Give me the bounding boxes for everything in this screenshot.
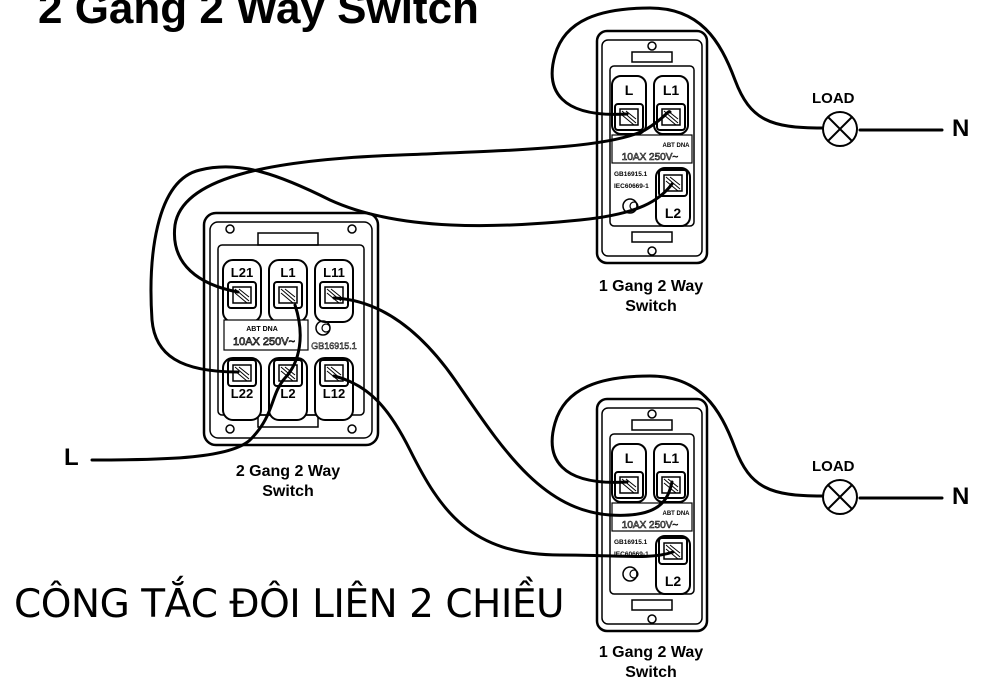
certification-icon (622, 566, 638, 582)
terminal-label: L (625, 450, 634, 466)
neutral-label-bottom: N (952, 483, 970, 510)
load-label-bottom: LOAD (812, 458, 855, 475)
bottom-switch-caption: 1 Gang 2 Way Switch (571, 643, 731, 683)
wire-top-l-load (550, 6, 824, 130)
standard-text: GB16915.1 (614, 171, 648, 178)
brand-mark: ABT DNA (246, 326, 278, 333)
terminal-label: L1 (663, 450, 680, 466)
top-switch-caption: 1 Gang 2 Way Switch (571, 277, 731, 317)
diagram-title: 2 Gang 2 Way Switch (38, 0, 479, 33)
lamp-bottom-icon (822, 479, 858, 515)
single-switch-top: L L1 L2 ABT DNA 10AX 250V~ GB16915.1 IEC… (595, 29, 709, 265)
diagram-subtitle: CÔNG TẮC ĐÔI LIÊN 2 CHIỀU (14, 582, 565, 627)
terminal-label: L2 (280, 386, 295, 401)
terminal-label: L22 (231, 386, 253, 401)
terminal-label: L1 (663, 82, 680, 98)
caption-line: 1 Gang 2 Way (598, 644, 704, 661)
caption-line: Switch (625, 664, 677, 681)
load-label-top: LOAD (812, 90, 855, 107)
double-switch: L21 L1 L11 L22 L2 L12 ABT DNA 10AX 250V~… (202, 211, 380, 447)
caption-line: Switch (625, 298, 677, 315)
terminal-label: L11 (323, 265, 345, 280)
certification-icon (622, 198, 638, 214)
line-input-label: L (64, 444, 79, 471)
standard-text: GB16915.1 (311, 341, 357, 351)
caption-line: 1 Gang 2 Way (598, 278, 704, 295)
terminal-label: L (625, 82, 634, 98)
lamp-top-icon (822, 111, 858, 147)
wire-bottom-l-load (550, 374, 824, 498)
terminal-label: L21 (231, 265, 253, 280)
wires (90, 6, 944, 559)
standard-text: GB16915.1 (614, 539, 648, 546)
double-switch-caption: 2 Gang 2 Way Switch (208, 462, 368, 502)
standard-text: IEC60669-1 (614, 183, 649, 190)
single-switch-bottom: L L1 L2 ABT DNA 10AX 250V~ GB16915.1 IEC… (595, 397, 709, 633)
terminal-label: L12 (323, 386, 345, 401)
wire-l12-bottom-l2 (332, 374, 675, 559)
brand-mark: ABT DNA (663, 143, 691, 149)
rating-text: 10AX 250V~ (622, 152, 679, 163)
wire-line-input (90, 303, 302, 462)
rating-text: 10AX 250V~ (622, 520, 679, 531)
wire-l21-top-l1 (172, 110, 672, 294)
terminal-label: L2 (665, 205, 682, 221)
wire-l11-bottom-l1 (332, 296, 674, 517)
wire-l22-top-l2 (149, 165, 674, 374)
brand-mark: ABT DNA (663, 511, 691, 517)
terminal-label: L1 (280, 265, 295, 280)
terminal-label: L2 (665, 573, 682, 589)
caption-line: Switch (262, 483, 314, 500)
caption-line: 2 Gang 2 Way (235, 463, 341, 480)
rating-text: 10AX 250V~ (233, 336, 295, 348)
standard-text: IEC60669-1 (614, 551, 649, 558)
neutral-label-top: N (952, 115, 970, 142)
